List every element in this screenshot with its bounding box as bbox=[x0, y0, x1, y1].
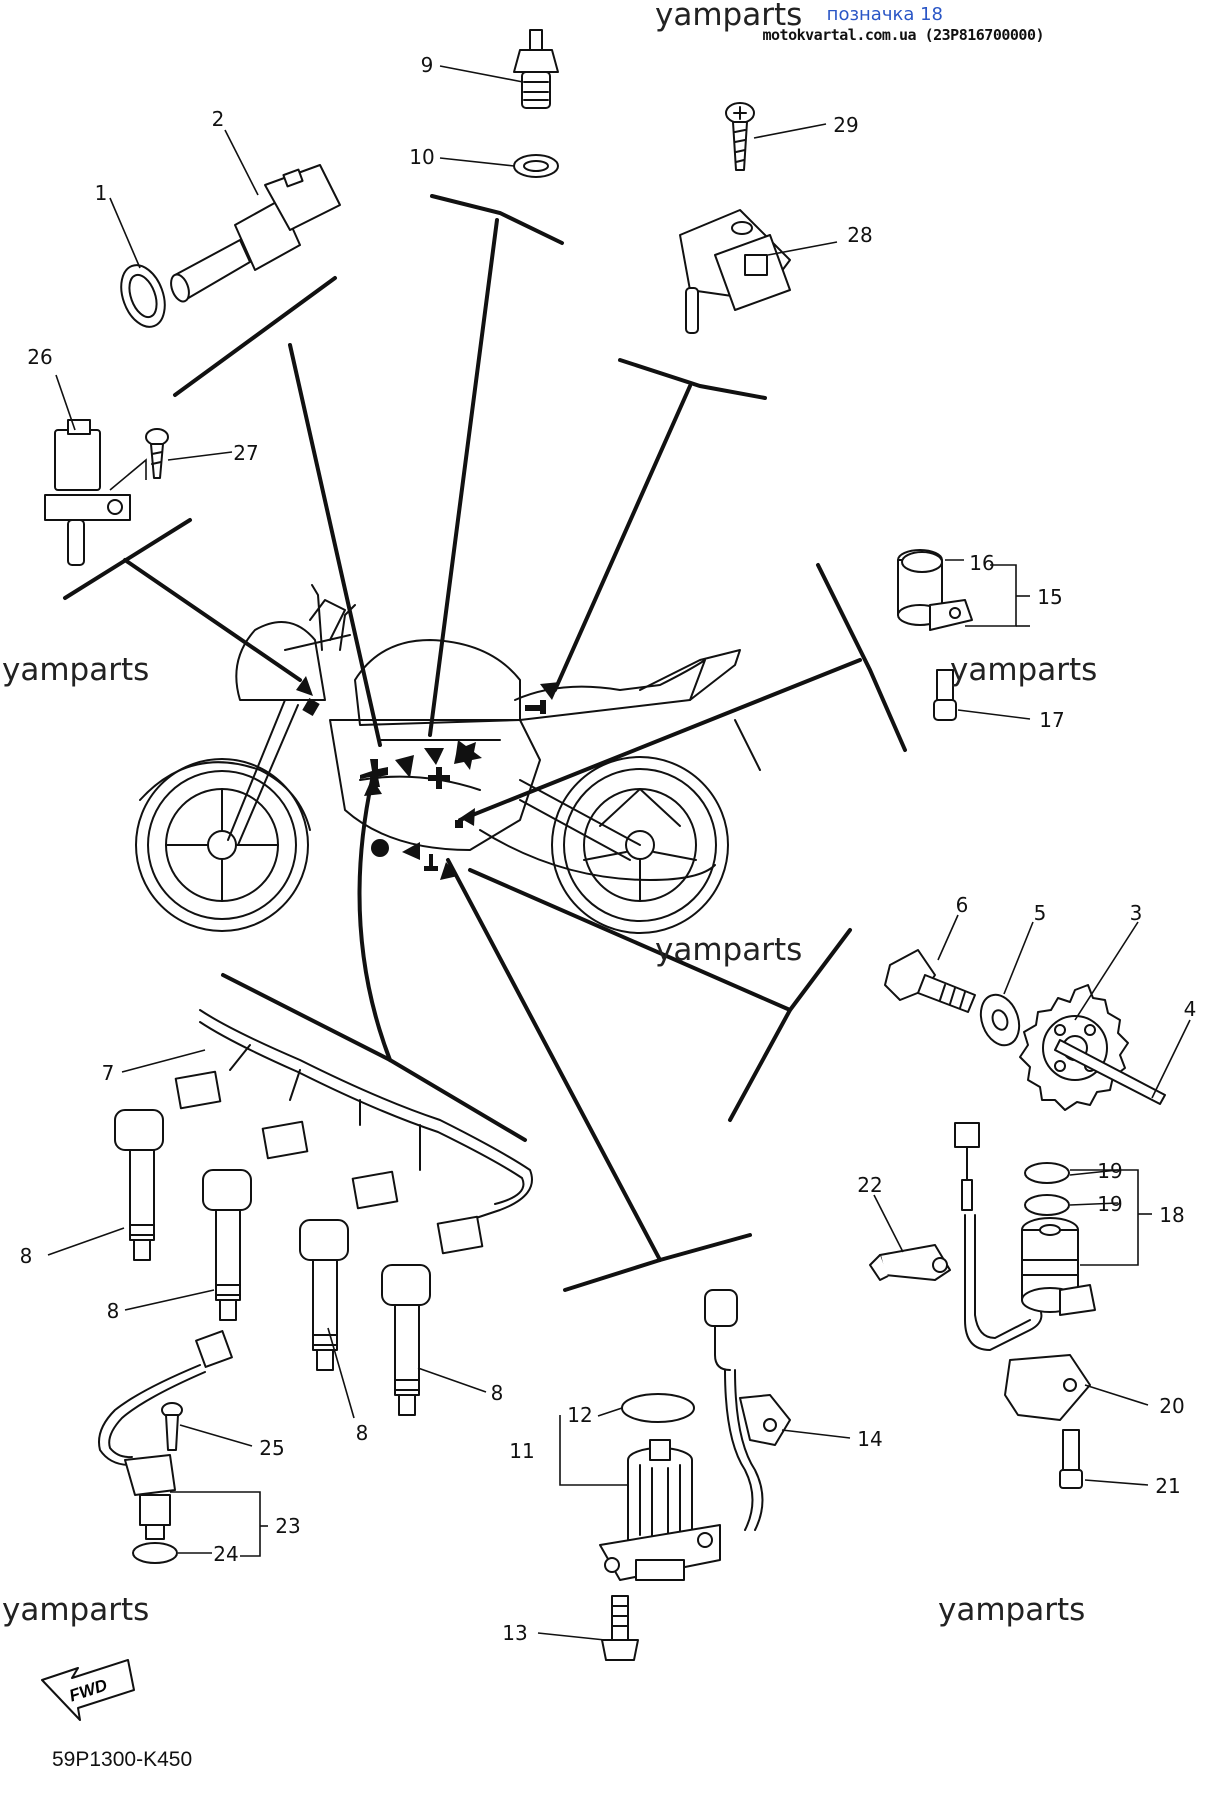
callout-11: 11 bbox=[509, 1439, 534, 1463]
leader-lines bbox=[47, 65, 1191, 1641]
callout-8c: 8 bbox=[491, 1381, 504, 1405]
callout-29: 29 bbox=[833, 113, 858, 137]
watermark-left: yamparts bbox=[2, 652, 149, 688]
part-8-coil-d bbox=[381, 1264, 431, 1416]
part-2-temp-sensor bbox=[170, 164, 341, 303]
part-21-bolt bbox=[1059, 1429, 1083, 1489]
callout-22: 22 bbox=[857, 1173, 882, 1197]
callout-15: 15 bbox=[1037, 585, 1062, 609]
watermark-bottom-right: yamparts bbox=[938, 1592, 1085, 1628]
watermark-middle: yamparts bbox=[655, 932, 802, 968]
watermarks: yamparts yamparts yamparts yamparts yamp… bbox=[2, 0, 1097, 1628]
callout-17: 17 bbox=[1039, 708, 1064, 732]
part-8-coil-c bbox=[299, 1219, 349, 1371]
part-29-screw bbox=[725, 102, 755, 171]
callout-23: 23 bbox=[275, 1514, 300, 1538]
callout-25: 25 bbox=[259, 1436, 284, 1460]
part-8-coil-a bbox=[114, 1109, 164, 1261]
part-27-screw bbox=[145, 428, 169, 479]
callout-14: 14 bbox=[857, 1427, 882, 1451]
callout-5: 5 bbox=[1034, 901, 1047, 925]
callout-26: 26 bbox=[27, 345, 52, 369]
header-title: позначка 18 bbox=[826, 4, 943, 25]
part-7-harness bbox=[174, 1009, 533, 1255]
part-13-bolt bbox=[601, 1595, 639, 1661]
part-9-switch bbox=[513, 29, 559, 109]
callouts: 1 2 3 4 5 6 7 8 8 8 8 9 10 11 12 13 14 1… bbox=[20, 53, 1197, 1645]
callout-1: 1 bbox=[95, 181, 108, 205]
callout-8b: 8 bbox=[107, 1299, 120, 1323]
motorcycle-illustration bbox=[135, 584, 761, 934]
part-19-o-ring-b bbox=[1024, 1194, 1070, 1216]
part-28-sensor bbox=[679, 209, 791, 334]
part-26-sensor bbox=[44, 419, 131, 566]
callout-7: 7 bbox=[102, 1061, 115, 1085]
part-19-o-ring-a bbox=[1024, 1162, 1070, 1184]
diagram-code: 59P1300-K450 bbox=[52, 1748, 192, 1771]
part-18-sensor bbox=[954, 1122, 1096, 1351]
part-4-pin bbox=[1054, 1039, 1166, 1105]
part-16-o-ring bbox=[901, 551, 943, 573]
part-20-clamp bbox=[1004, 1354, 1091, 1421]
callout-28: 28 bbox=[847, 223, 872, 247]
part-23-sensor bbox=[98, 1330, 233, 1540]
part-8-coil-b bbox=[202, 1169, 252, 1321]
callout-8d: 8 bbox=[356, 1421, 369, 1445]
fwd-arrow-icon: FWD bbox=[41, 1659, 135, 1721]
part-1-gasket bbox=[120, 264, 166, 328]
callout-24: 24 bbox=[213, 1542, 238, 1566]
part-12-o-ring bbox=[621, 1393, 695, 1423]
part-22-bracket bbox=[869, 1244, 951, 1281]
callout-8a: 8 bbox=[20, 1244, 33, 1268]
callout-18: 18 bbox=[1159, 1203, 1184, 1227]
callout-3: 3 bbox=[1130, 901, 1143, 925]
part-5-washer bbox=[979, 993, 1021, 1047]
callout-10: 10 bbox=[409, 145, 434, 169]
part-14-clamp bbox=[704, 1289, 791, 1531]
callout-2: 2 bbox=[212, 107, 225, 131]
part-10-washer bbox=[513, 154, 559, 178]
callout-9: 9 bbox=[421, 53, 434, 77]
callout-19a: 19 bbox=[1097, 1159, 1122, 1183]
header-subtitle: motokvartal.com.ua (23P816700000) bbox=[762, 26, 1044, 44]
group-brackets bbox=[63, 194, 907, 1292]
callout-21: 21 bbox=[1155, 1474, 1180, 1498]
callout-27: 27 bbox=[233, 441, 258, 465]
part-11-sensor bbox=[599, 1439, 721, 1581]
callout-20: 20 bbox=[1159, 1394, 1184, 1418]
callout-13: 13 bbox=[502, 1621, 527, 1645]
part-6-bolt bbox=[884, 949, 976, 1013]
callout-12: 12 bbox=[567, 1403, 592, 1427]
callout-19b: 19 bbox=[1097, 1192, 1122, 1216]
watermark-right: yamparts bbox=[950, 652, 1097, 688]
arrowheads bbox=[296, 676, 560, 880]
part-17-bolt bbox=[933, 669, 957, 721]
part-24-o-ring bbox=[132, 1542, 178, 1564]
callout-4: 4 bbox=[1184, 997, 1197, 1021]
watermark-bottom-left: yamparts bbox=[2, 1592, 149, 1628]
callout-6: 6 bbox=[956, 893, 969, 917]
part-25-bolt bbox=[161, 1402, 183, 1451]
callout-16: 16 bbox=[969, 551, 994, 575]
watermark-top: yamparts bbox=[655, 0, 802, 33]
